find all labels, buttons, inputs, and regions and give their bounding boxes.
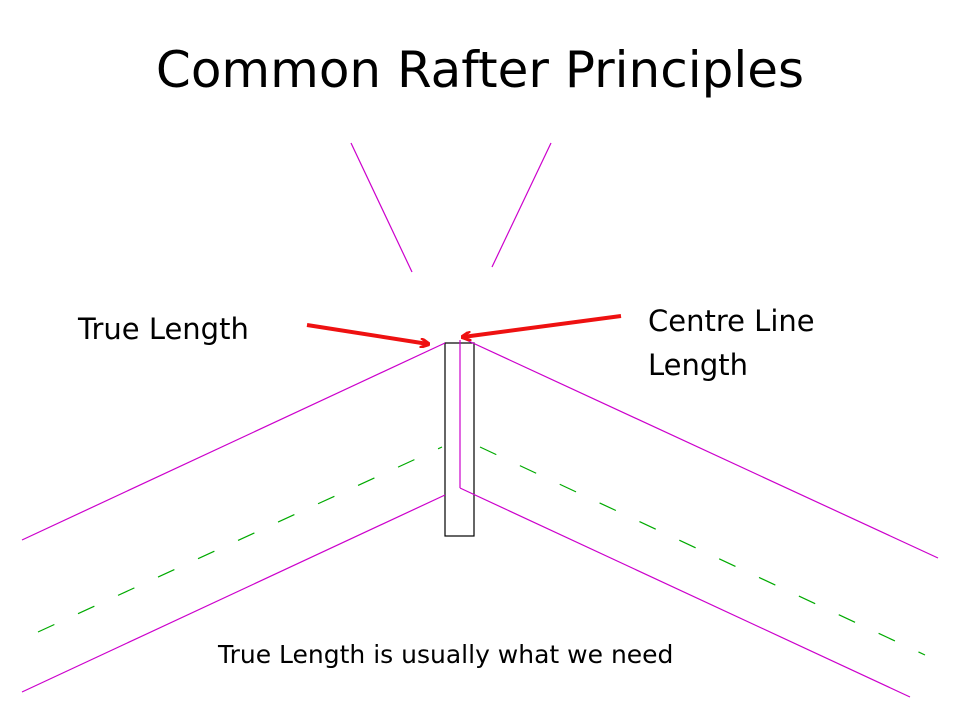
true-length-label: True Length [78,312,249,346]
left-rafter-top-edge [21,342,446,541]
plumb-guide-right [491,142,552,268]
centre-line-length-arrow [463,314,622,337]
left-rafter-bottom-edge [21,494,446,693]
right-rafter-top-edge [461,337,939,559]
left-rafter-centre-line [37,446,443,633]
slide-title: Common Rafter Principles [155,41,805,99]
true-length-arrow [306,323,428,344]
caption-text: True Length is usually what we need [218,640,674,669]
right-rafter-centre-line [479,446,926,656]
right-rafter-bottom-edge [459,487,911,698]
plumb-guide-left [350,142,413,273]
centre-line-length-label: Centre Line Length [648,304,815,382]
